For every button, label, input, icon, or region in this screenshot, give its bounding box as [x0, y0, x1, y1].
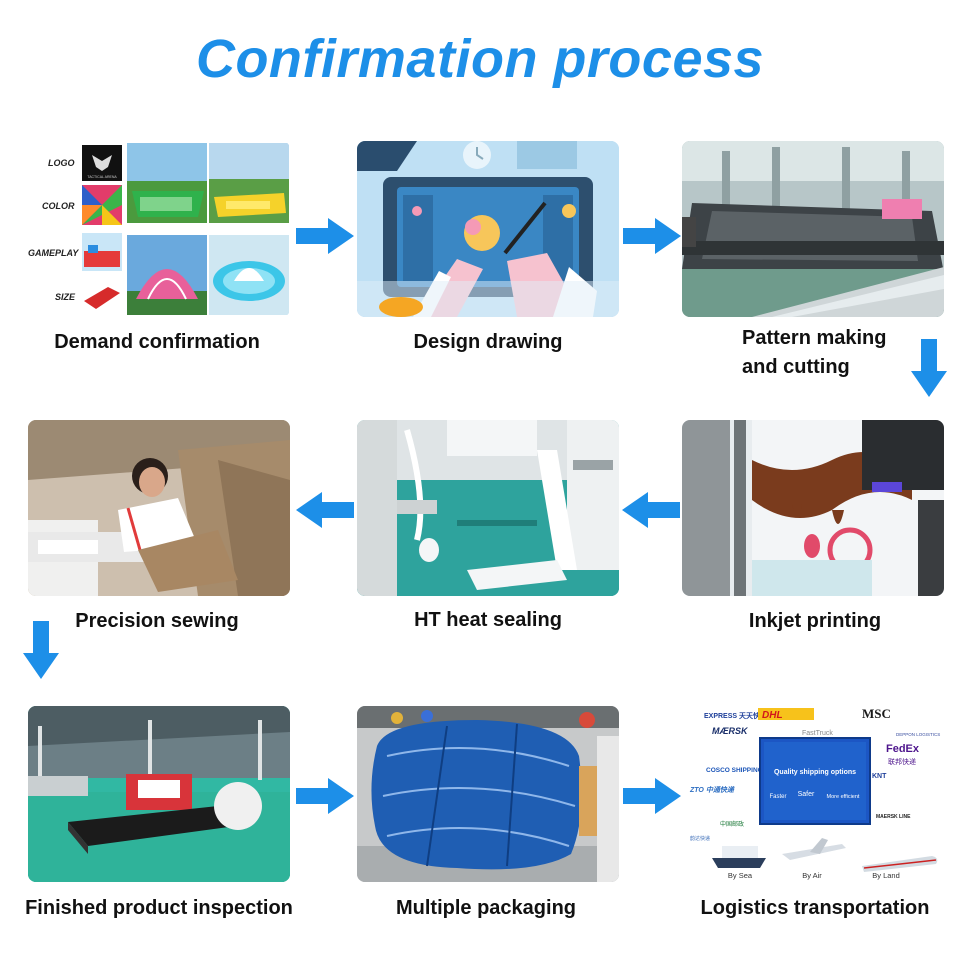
arrow-right-icon	[623, 218, 681, 254]
row-label-size: SIZE	[55, 292, 76, 302]
step-label-and-cutting: and cutting	[742, 356, 850, 378]
logistics-image: EXPRESS 天天快递 DHL MSC MÆRSK FastTruck DEP…	[682, 706, 944, 882]
logo-maersk: MÆRSK	[712, 726, 749, 736]
packaging-image	[357, 706, 619, 882]
arrow-right-icon	[623, 778, 681, 814]
mode-by-air: By Air	[802, 871, 822, 880]
arrow-left-icon	[622, 492, 680, 528]
logo-maersk-line: MAERSK LINE	[876, 814, 911, 820]
finished-inspection-image	[28, 706, 290, 882]
pattern-cutting-image	[682, 141, 944, 317]
logo-zto: ZTO 中通快递	[689, 785, 735, 794]
row-label-color: COLOR	[42, 201, 75, 211]
shipping-panel-title: Quality shipping options	[774, 769, 856, 776]
demand-confirmation-image: LOGO COLOR GAMEPLAY SIZE TACTICAL ARENA	[28, 141, 290, 317]
arrow-right-icon	[296, 778, 354, 814]
page-title: Confirmation process	[195, 29, 765, 89]
row-label-logo: LOGO	[48, 158, 75, 168]
logo-fasttruck: FastTruck	[802, 730, 833, 737]
logo-text: TACTICAL ARENA	[87, 175, 117, 179]
arrow-down-icon	[23, 621, 59, 679]
arrow-down-icon	[911, 339, 947, 397]
logo-fedex: FedEx	[886, 743, 920, 755]
logo-knt: KNT	[872, 773, 887, 780]
heat-sealing-image	[357, 420, 619, 596]
logo-china-post: 中国邮政	[720, 820, 744, 828]
step-label-design-drawing: Design drawing	[413, 331, 563, 353]
mode-by-land: By Land	[872, 871, 900, 880]
step-label-heat-sealing: HT heat sealing	[414, 609, 562, 631]
arrow-right-icon	[296, 218, 354, 254]
logo-tiantian: EXPRESS 天天快递	[704, 711, 768, 720]
step-label-logistics: Logistics transportation	[700, 897, 930, 919]
step-label-precision-sewing: Precision sewing	[75, 610, 239, 632]
logo-yunda: 韵达快递	[690, 835, 710, 842]
step-label-packaging: Multiple packaging	[395, 897, 577, 919]
row-label-gameplay: GAMEPLAY	[28, 248, 79, 258]
precision-sewing-image	[28, 420, 290, 596]
shipping-option-efficient: More efficient	[827, 794, 860, 800]
step-label-pattern-making: Pattern making	[742, 327, 887, 349]
logo-cosco: COSCO SHIPPING	[706, 767, 763, 774]
logo-dhl: DHL	[762, 710, 783, 721]
mode-by-sea: By Sea	[728, 871, 753, 880]
arrow-left-icon	[296, 492, 354, 528]
step-label-demand-confirmation: Demand confirmation	[54, 331, 260, 353]
inkjet-printing-image	[682, 420, 944, 596]
logo-msc: MSC	[862, 706, 891, 721]
design-drawing-image	[357, 141, 619, 317]
step-label-finished-inspection: Finished product inspection	[25, 897, 293, 919]
ship-icon	[712, 858, 766, 868]
step-label-inkjet-printing: Inkjet printing	[748, 610, 882, 632]
logo-deppon: DEPPON LOGISTICS	[896, 732, 940, 737]
logo-fedex-cn: 联邦快递	[888, 757, 916, 766]
shipping-option-safer: Safer	[798, 791, 815, 798]
shipping-option-faster: Faster	[769, 794, 786, 800]
